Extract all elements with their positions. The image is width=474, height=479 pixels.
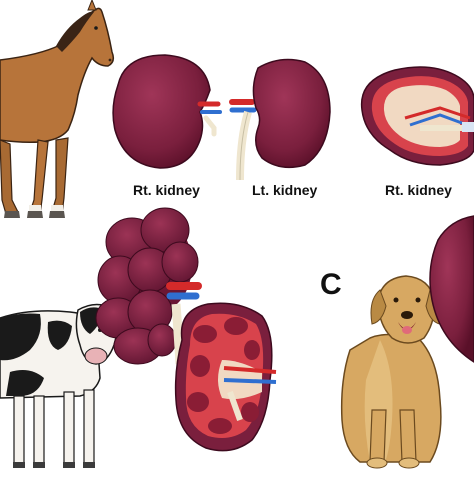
cow-lobulated-kidney [95, 207, 202, 365]
cow-kidney-section [174, 302, 277, 452]
label-horse-right-kidney: Rt. kidney [133, 182, 200, 198]
label-horse-right-kidney-section: Rt. kidney [385, 182, 452, 198]
horse-left-kidney [229, 58, 331, 181]
horse-right-kidney [112, 54, 222, 169]
dog-icon [340, 275, 442, 469]
horse-right-kidney-section [360, 66, 474, 166]
horse-icon [0, 0, 115, 218]
panel-letter-c: C [320, 268, 342, 301]
label-horse-left-kidney: Lt. kidney [252, 182, 318, 198]
dog-kidney [429, 215, 474, 363]
